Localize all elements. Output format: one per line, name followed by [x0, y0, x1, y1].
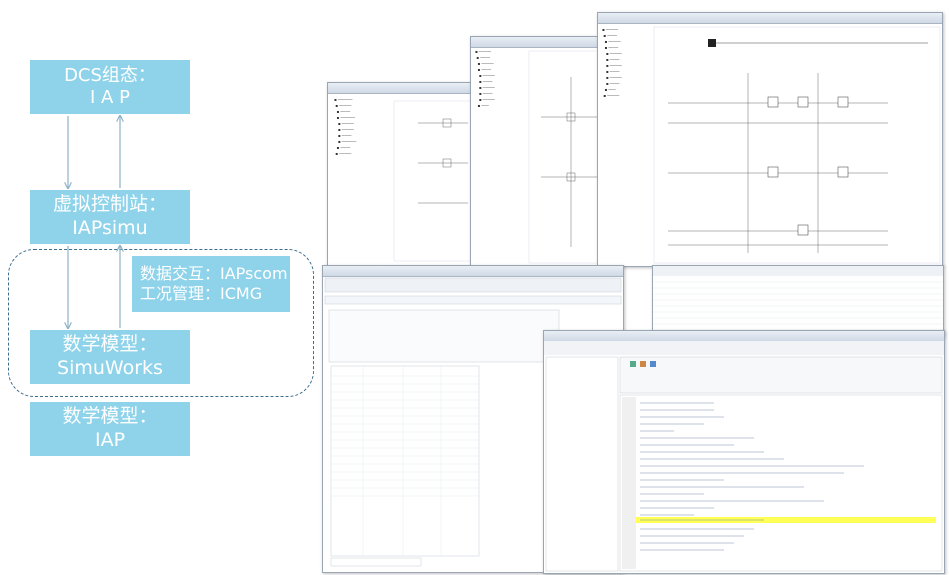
iap-model-title: 数学模型： [62, 405, 158, 428]
virtual-station-box: 虚拟控制站： IAPsimu [30, 190, 190, 244]
window-1-tree: ▪ ────── ▪ ───── ▪ ──── ▪ ────── ▪ ─────… [334, 97, 357, 156]
simuworks-model-sub: SimuWorks [57, 357, 163, 379]
window-2-titlebar [471, 37, 611, 48]
dcs-config-title: DCS组态： [64, 64, 156, 86]
virtual-station-title: 虚拟控制站： [52, 193, 167, 216]
window-4-titlebar [323, 266, 623, 277]
virtual-station-sub: IAPsimu [72, 217, 148, 239]
code-editor-frame [544, 341, 944, 572]
data-exchange-box: 数据交互：IAPscom 工况管理：ICMG [132, 256, 290, 312]
flow-arrows [0, 0, 320, 470]
data-exchange-line: 数据交互：IAPscom [140, 264, 288, 283]
dcs-config-sub: I A P [90, 87, 130, 108]
screenshot-window-2: ▪ ───── ▪ ──── ▪ ───── ▪ ──── ▪ ───── ▪ … [470, 36, 612, 266]
simuworks-model-title: 数学模型： [62, 333, 158, 356]
window-2-tree: ▪ ───── ▪ ──── ▪ ───── ▪ ──── ▪ ───── ▪ … [475, 49, 495, 108]
dcs-config-box: DCS组态： I A P [30, 60, 190, 114]
screenshot-window-5 [652, 265, 944, 337]
window-1-titlebar [328, 83, 478, 94]
simuworks-model-box: 数学模型： SimuWorks [30, 330, 190, 384]
iap-model-sub: IAP [94, 429, 126, 451]
simulation-group-outline [8, 249, 314, 397]
window-3-tree: ▪ ───── ▪ ──── ▪ ───── ▪ ──── ▪ ───── ▪ … [602, 27, 622, 98]
condition-manage-line: 工况管理：ICMG [140, 284, 263, 303]
window-5-table [653, 266, 943, 331]
iap-model-box: 数学模型： IAP [30, 402, 190, 456]
screenshot-window-code-editor [543, 330, 945, 574]
window-3-titlebar [598, 13, 942, 24]
screenshot-window-3: ▪ ───── ▪ ──── ▪ ───── ▪ ──── ▪ ───── ▪ … [597, 12, 943, 267]
window-3-logic-diagram [653, 26, 941, 264]
screenshot-window-1: ▪ ────── ▪ ───── ▪ ──── ▪ ────── ▪ ─────… [327, 82, 479, 266]
window-4-table [324, 277, 622, 567]
